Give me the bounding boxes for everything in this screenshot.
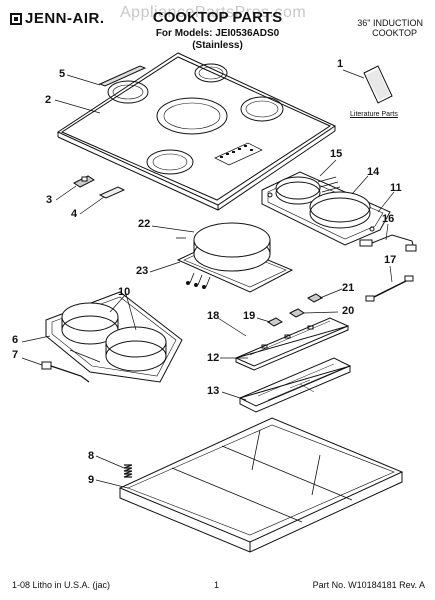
part-bracket: [73, 175, 95, 188]
part-wire-connector-7: [41, 361, 90, 383]
callout-11: 11: [390, 182, 402, 194]
product-type-line1: 36" INDUCTION: [357, 18, 423, 28]
part-literature-booklet: [363, 65, 393, 104]
callout-10: 10: [118, 286, 131, 298]
callout-7: 7: [12, 349, 19, 361]
callout-20: 20: [342, 305, 355, 317]
callout-6: 6: [12, 334, 19, 346]
footer-part-number: Part No. W10184181 Rev. A: [312, 580, 425, 590]
product-type-line2: COOKTOP: [372, 28, 417, 38]
brand-name: JENN-AIR.: [25, 10, 105, 27]
leader-lines: [21, 69, 395, 489]
callout-1: 1: [337, 58, 344, 70]
page-title: COOKTOP PARTS: [152, 9, 283, 26]
part-right-element-assembly: [261, 171, 391, 246]
models-line: For Models: JEI0536ADS0: [155, 28, 280, 39]
part-base-frame: [118, 417, 404, 553]
callout-18: 18: [207, 310, 220, 322]
callout-22: 22: [138, 218, 151, 230]
callout-9: 9: [88, 474, 95, 486]
callout-13: 13: [207, 385, 220, 397]
part-center-element-assembly: [176, 222, 294, 293]
part-cooktop-glass: [56, 52, 337, 211]
callout-15: 15: [330, 148, 343, 160]
brand-mark-icon: [10, 13, 22, 25]
callout-2: 2: [45, 94, 52, 106]
callout-5: 5: [59, 68, 66, 80]
callout-8: 8: [88, 450, 95, 462]
part-board-tray: [238, 357, 352, 413]
variant-line: (Stainless): [192, 40, 243, 51]
footer-page-number: 1: [214, 580, 220, 590]
callout-16: 16: [382, 213, 395, 225]
callout-23: 23: [136, 265, 149, 277]
part-spring: [123, 464, 133, 478]
callout-19: 19: [243, 310, 256, 322]
brand-logo: JENN-AIR.: [10, 10, 105, 27]
callout-14: 14: [367, 166, 380, 178]
watermark-text: AppliancePartsPros.com: [120, 4, 307, 21]
footer-litho: 1-08 Litho in U.S.A. (jac): [12, 580, 111, 590]
callout-3: 3: [46, 194, 53, 206]
callout-4: 4: [71, 208, 78, 220]
callout-17: 17: [384, 254, 397, 266]
part-left-element-assembly: [45, 291, 183, 383]
callout-12: 12: [207, 352, 220, 364]
part-wire-harness-16: [359, 234, 417, 252]
part-trim-strip: [98, 65, 147, 87]
part-control-board: [234, 317, 350, 371]
literature-parts-label: Literature Parts: [350, 111, 398, 118]
part-small-modules: [267, 293, 323, 327]
part-connector-cable-17: [365, 275, 414, 302]
callout-21: 21: [342, 282, 355, 294]
part-clip: [98, 186, 126, 199]
